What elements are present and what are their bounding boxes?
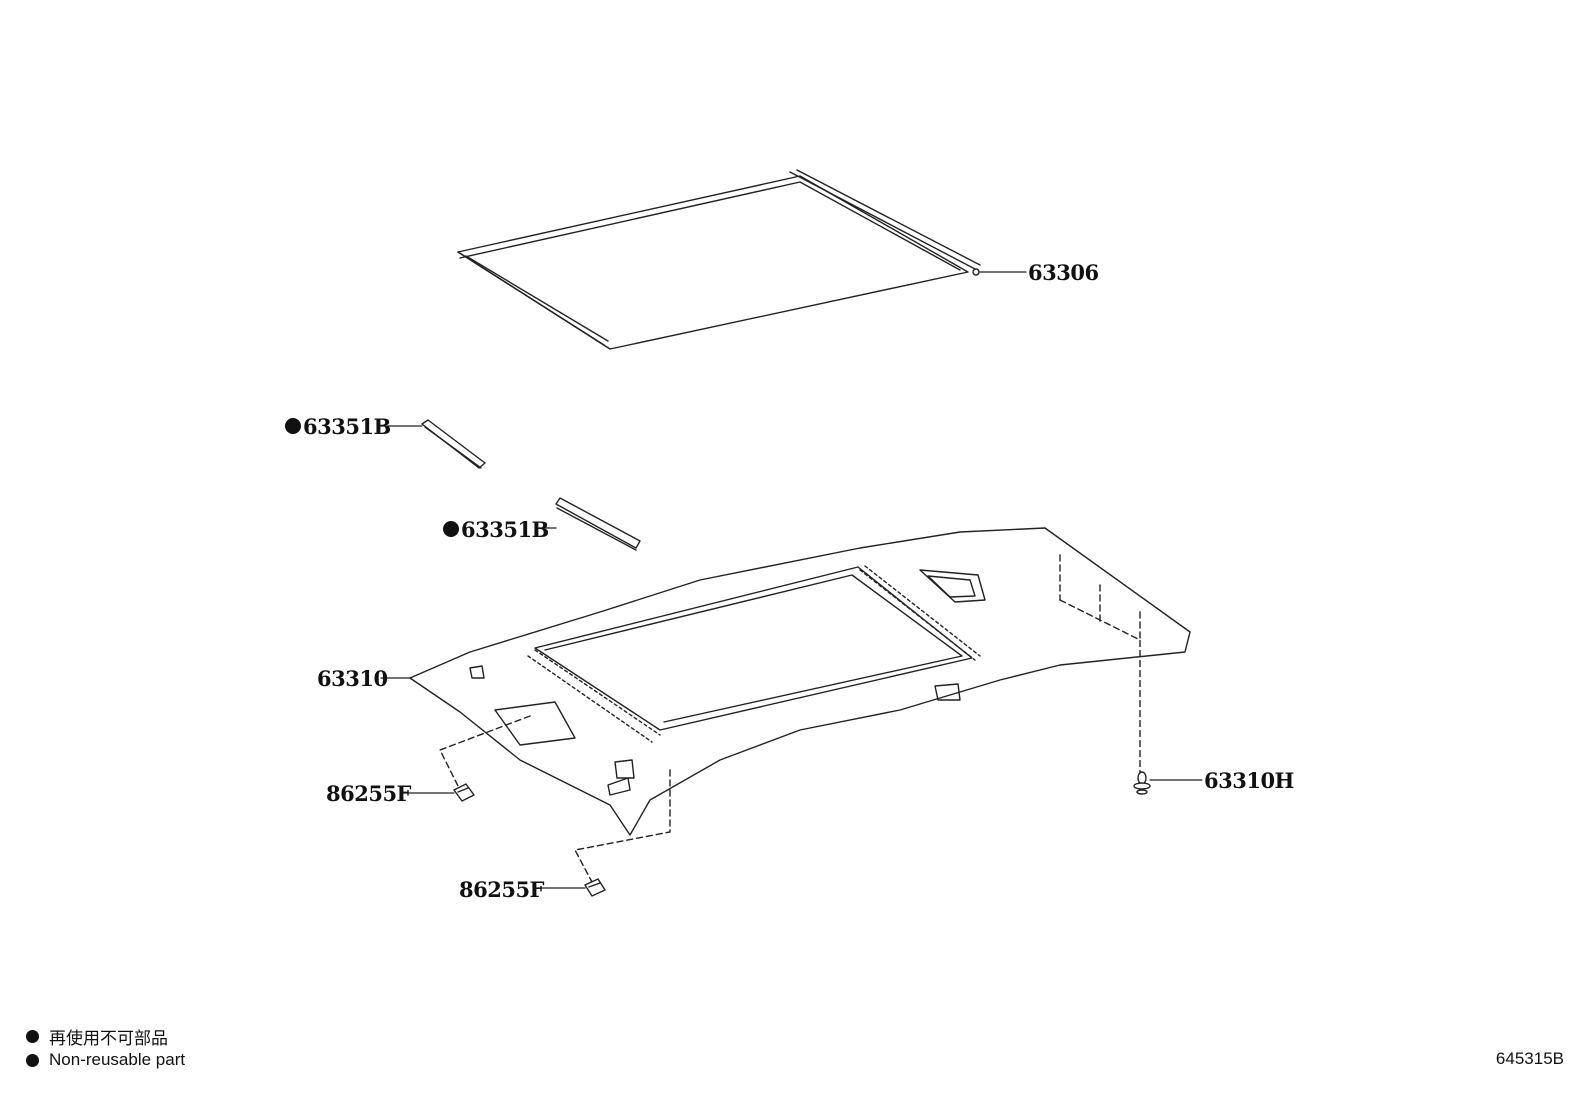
non-reusable-marker xyxy=(443,521,459,537)
callout-63310: 63310 xyxy=(317,666,388,691)
callout-86255f-lower: 86255F xyxy=(459,877,545,902)
fastener-part xyxy=(1133,771,1151,795)
callout-63306: 63306 xyxy=(1028,260,1099,285)
drawing-number: 645315B xyxy=(1495,1049,1564,1068)
strip-upper-part xyxy=(421,419,486,469)
legend-text-english: Non-reusable part xyxy=(49,1050,186,1069)
legend-line-english: Non-reusable part xyxy=(26,1050,185,1070)
strip-lower-part xyxy=(555,497,641,551)
legend-text-japanese: 再使用不可部品 xyxy=(49,1029,168,1048)
bullet-icon xyxy=(26,1030,39,1043)
non-reusable-marker xyxy=(285,418,301,434)
clip-upper-part xyxy=(453,783,475,802)
callout-63351b-lower: 63351B xyxy=(461,517,549,542)
legend-line-japanese: 再使用不可部品 xyxy=(26,1024,168,1049)
callout-63351b-upper: 63351B xyxy=(303,414,391,439)
headliner-part xyxy=(409,527,1191,883)
bullet-icon xyxy=(26,1053,39,1067)
callout-86255f-upper: 86255F xyxy=(326,781,412,806)
callout-63310h: 63310H xyxy=(1204,768,1294,793)
sunroof-shade-part xyxy=(457,169,981,350)
clip-lower-part xyxy=(584,878,606,897)
leader-lines xyxy=(379,271,1203,889)
